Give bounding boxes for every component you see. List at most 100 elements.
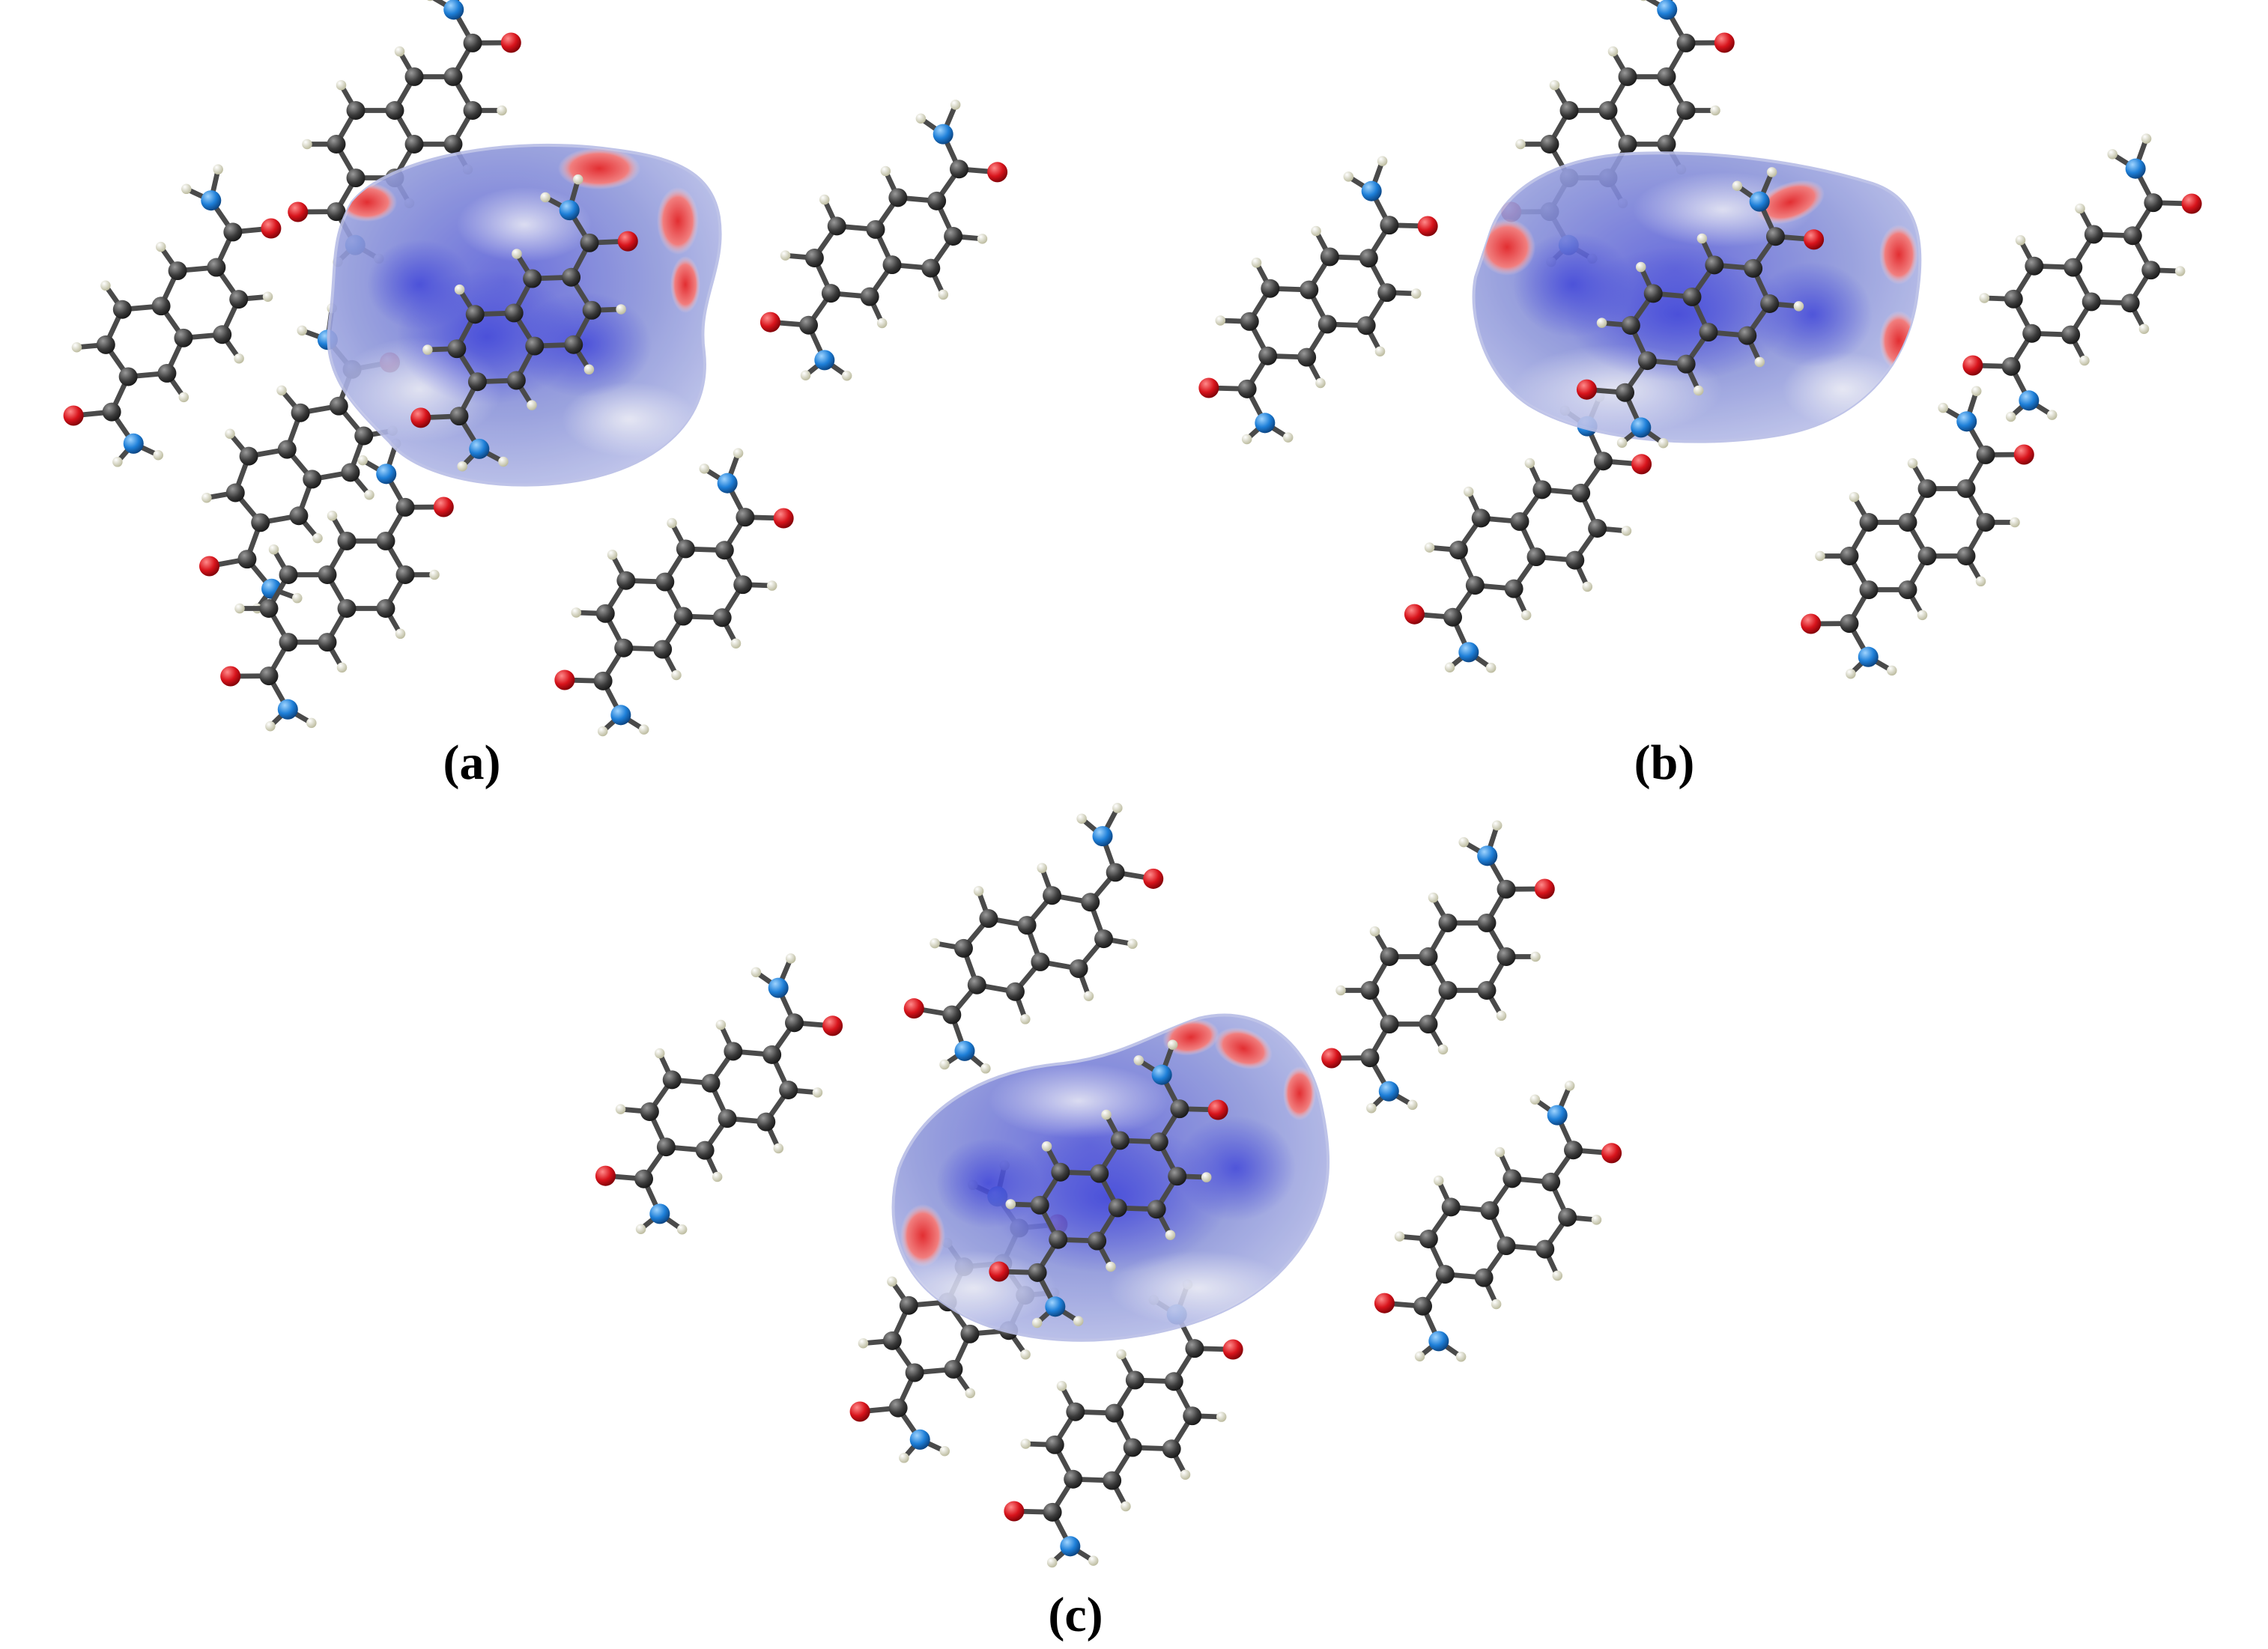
carbon-atom <box>927 191 947 210</box>
hydrogen-atom <box>1458 836 1469 848</box>
oxygen-atom <box>410 407 431 428</box>
carbon-atom <box>443 135 463 154</box>
hydrogen-atom <box>858 1338 869 1349</box>
carbon-atom <box>376 531 395 550</box>
carbon-atom <box>860 287 879 306</box>
hydrogen-atom <box>1251 258 1262 268</box>
carbon-atom <box>1859 580 1879 600</box>
carbon-atom <box>1318 315 1337 334</box>
hydrogen-atom <box>2015 235 2026 246</box>
carbon-atom <box>1168 1167 1187 1186</box>
carbon-atom <box>1563 1141 1583 1160</box>
hydrogen-atom <box>234 603 245 614</box>
hydrogen-atom <box>1407 1099 1418 1111</box>
carbon-atom <box>465 305 485 324</box>
carbon-atom <box>756 1112 776 1132</box>
hydrogen-atom <box>1083 991 1094 1001</box>
hydrogen-atom <box>1180 1469 1191 1480</box>
nitrogen-atom <box>909 1429 930 1450</box>
carbon-atom <box>1237 379 1257 398</box>
hydrogen-atom <box>225 428 235 439</box>
hydrogen-atom <box>571 607 582 618</box>
carbon-atom <box>2025 256 2044 276</box>
carbon-atom <box>251 513 270 532</box>
hydrogen-atom <box>427 0 434 1</box>
carbon-atom <box>157 363 177 383</box>
carbon-atom <box>1657 135 1676 154</box>
carbon-atom <box>1017 916 1037 935</box>
hydrogen-atom <box>615 1104 626 1114</box>
carbon-atom <box>762 1045 782 1064</box>
carbon-atom <box>827 216 846 236</box>
hydrogen-atom <box>1849 491 1860 502</box>
oxygen-atom <box>198 556 220 577</box>
hydrogen-atom <box>1564 1081 1575 1091</box>
hydrogen-atom <box>819 194 830 205</box>
carbon-atom <box>1125 1370 1144 1390</box>
hydrogen-atom <box>573 174 583 185</box>
hydrogen-atom <box>1515 139 1526 150</box>
nitrogen-atom <box>814 350 835 371</box>
hydrogen-atom <box>939 1059 950 1070</box>
carbon-atom <box>1380 947 1399 966</box>
carbon-atom <box>662 1070 682 1090</box>
carbon-atom <box>1558 1208 1577 1227</box>
carbon-atom <box>318 565 337 584</box>
carbon-atom <box>443 67 463 86</box>
hydrogen-atom <box>1366 1102 1377 1114</box>
carbon-atom <box>1170 1099 1189 1119</box>
hydrogen-atom <box>671 669 682 681</box>
hydrogen-atom <box>1658 437 1669 449</box>
hydrogen-atom <box>973 886 984 896</box>
carbon-atom <box>712 608 732 628</box>
oxygen-atom <box>1404 604 1425 625</box>
carbon-atom <box>949 160 968 179</box>
carbon-atom <box>1356 316 1376 335</box>
oxygen-atom <box>822 1015 843 1036</box>
hydrogen-atom <box>667 517 677 529</box>
oxygen-atom <box>1198 377 1219 398</box>
hydrogen-atom <box>155 241 166 252</box>
carbon-atom <box>1598 101 1618 120</box>
hydrogen-atom <box>1046 1557 1058 1568</box>
surface-a <box>327 143 722 487</box>
carbon-atom <box>1377 283 1397 303</box>
oxygen-atom <box>1804 229 1825 250</box>
carbon-atom <box>736 508 755 527</box>
carbon-atom <box>1419 947 1438 966</box>
hydrogen-atom <box>394 46 405 57</box>
carbon-atom <box>1051 1162 1070 1182</box>
oxygen-atom <box>1631 454 1652 475</box>
hydrogen-atom <box>950 100 961 110</box>
carbon-atom <box>2004 289 2023 309</box>
nitrogen-atom <box>201 190 222 211</box>
hydrogen-atom <box>306 717 317 729</box>
carbon-atom <box>1240 312 1259 331</box>
carbon-atom <box>784 1013 804 1033</box>
panel-b-label: (b) <box>1634 735 1695 790</box>
oxygen-atom <box>2181 193 2202 214</box>
hydrogen-atom <box>265 720 276 732</box>
hydrogen-atom <box>1491 1299 1502 1310</box>
carbon-atom <box>562 267 581 287</box>
oxygen-atom <box>1962 355 1983 376</box>
carbon-atom <box>1081 893 1100 912</box>
carbon-atom <box>1480 1200 1500 1220</box>
hydrogen-atom <box>1377 156 1388 166</box>
oxygen-atom <box>595 1165 616 1186</box>
carbon-atom <box>1030 1195 1049 1215</box>
hydrogen-atom <box>597 726 608 737</box>
carbon-atom <box>2022 324 2042 343</box>
carbon-atom <box>821 284 840 303</box>
carbon-atom <box>1297 347 1317 367</box>
hydrogen-atom <box>181 183 192 195</box>
hydrogen-atom <box>1582 581 1593 592</box>
nitrogen-atom <box>443 0 464 20</box>
hydrogen-atom <box>800 370 811 381</box>
nitrogen-atom <box>1428 1331 1449 1352</box>
carbon-atom <box>1497 1236 1516 1256</box>
hydrogen-atom <box>2174 266 2186 276</box>
hydrogen-atom <box>1485 662 1497 673</box>
carbon-atom <box>1105 1403 1124 1423</box>
